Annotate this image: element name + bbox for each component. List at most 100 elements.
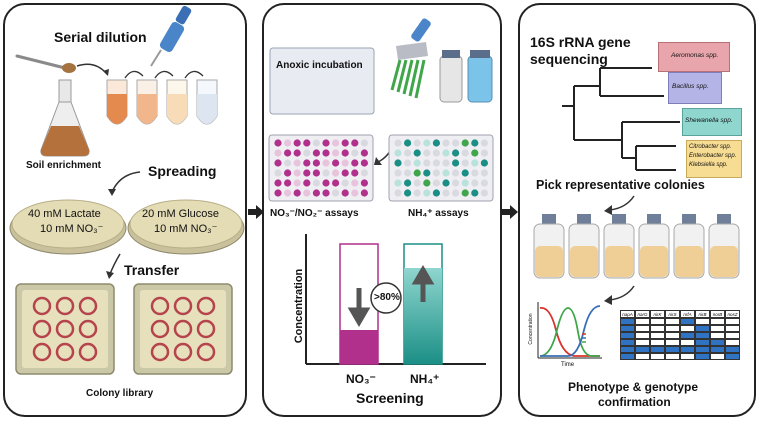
well bbox=[452, 169, 460, 177]
culture-bottle-icon bbox=[708, 214, 740, 279]
well bbox=[322, 179, 330, 187]
well bbox=[332, 149, 340, 157]
gene-cell bbox=[695, 325, 710, 332]
gene-cell bbox=[695, 339, 710, 346]
culture-bottles bbox=[533, 214, 740, 279]
well bbox=[351, 149, 359, 157]
spatula-icon bbox=[15, 54, 67, 70]
well bbox=[351, 159, 359, 167]
well bbox=[360, 139, 368, 147]
petri-dish-left bbox=[9, 199, 127, 255]
well bbox=[312, 159, 320, 167]
well bbox=[303, 139, 311, 147]
well bbox=[480, 139, 488, 147]
gene-header: napA bbox=[620, 310, 635, 318]
gene-cell bbox=[695, 346, 710, 353]
gene-cell bbox=[635, 332, 650, 339]
petri-dish-right bbox=[127, 199, 245, 255]
well bbox=[303, 159, 311, 167]
well bbox=[432, 179, 440, 187]
pick-arrow bbox=[604, 195, 635, 215]
well bbox=[413, 149, 421, 157]
gene-cell bbox=[650, 332, 665, 339]
well bbox=[471, 149, 479, 157]
well bbox=[341, 189, 349, 197]
well bbox=[312, 179, 320, 187]
taxon-aeromonas: Aeromonas spp. bbox=[671, 52, 719, 59]
taxon-bacillus-box bbox=[668, 72, 722, 104]
gene-cell bbox=[635, 346, 650, 353]
taxon-shewanella-box bbox=[682, 108, 742, 136]
well bbox=[452, 159, 460, 167]
well bbox=[351, 179, 359, 187]
gene-cell bbox=[725, 346, 740, 353]
soil-enrichment-label: Soil enrichment bbox=[26, 160, 102, 171]
well bbox=[480, 149, 488, 157]
well bbox=[413, 159, 421, 167]
serial-dilution-illustration bbox=[15, 5, 218, 157]
gene-cell bbox=[725, 332, 740, 339]
well bbox=[312, 139, 320, 147]
transfer-arrow bbox=[106, 253, 121, 279]
gene-cell bbox=[635, 325, 650, 332]
well bbox=[461, 159, 469, 167]
gene-cell bbox=[635, 339, 650, 346]
well bbox=[322, 149, 330, 157]
taxon-shewanella: Shewanella spp. bbox=[685, 117, 733, 124]
gene-cell bbox=[620, 325, 635, 332]
gene-header: nirS bbox=[665, 310, 680, 318]
gene-cell bbox=[620, 318, 635, 325]
well bbox=[332, 159, 340, 167]
well bbox=[284, 169, 292, 177]
well bbox=[394, 159, 402, 167]
well bbox=[461, 179, 469, 187]
well bbox=[423, 179, 431, 187]
well bbox=[274, 139, 282, 147]
culture-bottle-icon bbox=[603, 214, 635, 279]
well bbox=[452, 179, 460, 187]
well bbox=[432, 189, 440, 197]
well bbox=[341, 179, 349, 187]
well bbox=[442, 149, 450, 157]
well bbox=[442, 159, 450, 167]
well bbox=[423, 139, 431, 147]
well bbox=[360, 169, 368, 177]
gene-cell bbox=[680, 318, 695, 325]
well bbox=[284, 159, 292, 167]
well bbox=[471, 139, 479, 147]
anoxic-plate bbox=[269, 47, 375, 115]
well bbox=[413, 179, 421, 187]
well bbox=[404, 159, 412, 167]
well bbox=[293, 139, 301, 147]
well bbox=[394, 139, 402, 147]
gene-cell bbox=[710, 346, 725, 353]
gene-cell bbox=[680, 353, 695, 360]
table-row bbox=[620, 325, 740, 332]
well bbox=[303, 169, 311, 177]
well bbox=[480, 169, 488, 177]
well bbox=[452, 189, 460, 197]
mini-xlabel: Time bbox=[561, 362, 575, 368]
well bbox=[404, 149, 412, 157]
taxon-klebsiella: Klebsiella spp. bbox=[689, 162, 728, 168]
screening-schematic bbox=[305, 234, 486, 365]
well bbox=[442, 139, 450, 147]
transfer-label: Transfer bbox=[124, 262, 180, 278]
well bbox=[432, 139, 440, 147]
well bbox=[322, 139, 330, 147]
arrow-panel2-to-panel3 bbox=[502, 205, 518, 219]
gene-cell bbox=[620, 346, 635, 353]
taxon-entero-box bbox=[686, 140, 742, 178]
well bbox=[442, 179, 450, 187]
well bbox=[461, 169, 469, 177]
gene-cell bbox=[665, 332, 680, 339]
well bbox=[274, 159, 282, 167]
well bbox=[423, 149, 431, 157]
spreading-arrow bbox=[108, 171, 141, 196]
colony-library-label: Colony library bbox=[86, 388, 154, 399]
no3-assays-label: NO₃⁻/NO₂⁻ assays bbox=[270, 208, 359, 219]
gene-header: nirB bbox=[695, 310, 710, 318]
gene-cell bbox=[650, 325, 665, 332]
well bbox=[471, 189, 479, 197]
gene-header: nirK bbox=[650, 310, 665, 318]
